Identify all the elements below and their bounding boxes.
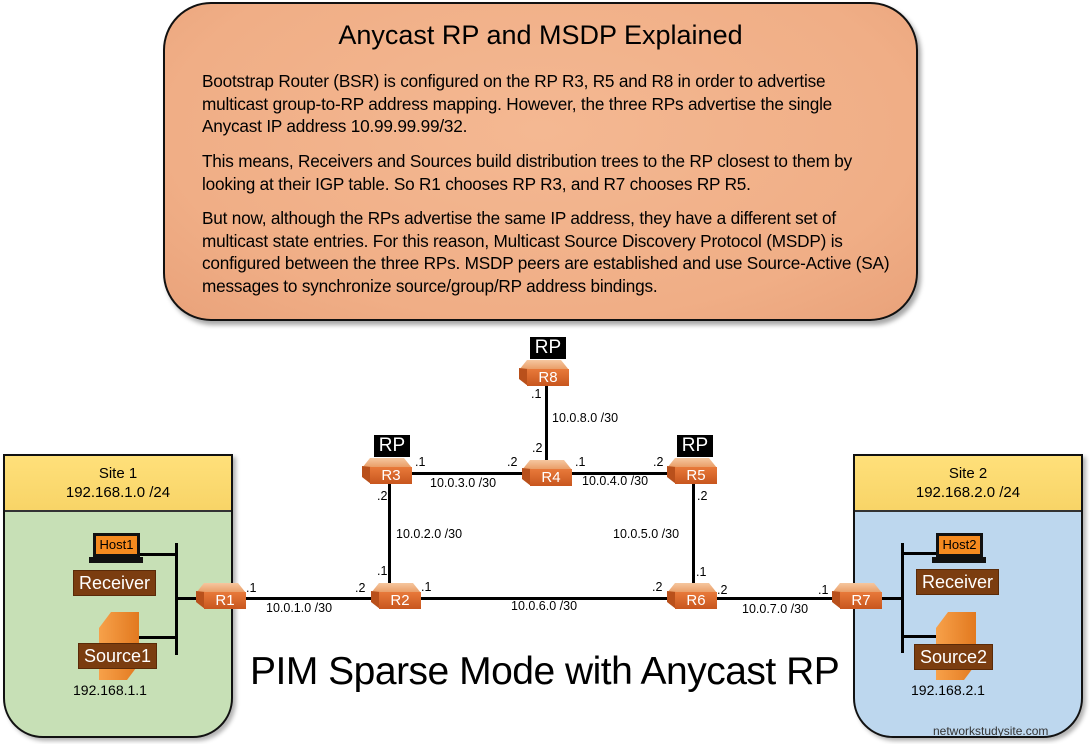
iface-r3-down: .2	[377, 489, 388, 503]
site-2-router-link	[880, 597, 902, 600]
laptop-icon: Host1	[93, 533, 140, 557]
router-r8[interactable]: R8	[519, 360, 569, 386]
diagram-title: PIM Sparse Mode with Anycast RP	[250, 650, 840, 693]
link-label-r3-r4: 10.0.3.0 /30	[430, 476, 497, 490]
site-1-host-link	[138, 553, 176, 556]
router-r1[interactable]: R1	[196, 583, 246, 609]
router-label: R2	[379, 592, 421, 609]
site-subnet: 192.168.1.0 /24	[65, 484, 171, 501]
site-2-header: Site 2 192.168.2.0 /24	[855, 456, 1081, 512]
site-name: Site 1	[98, 465, 138, 482]
link-label-r4-r8: 10.0.8.0 /30	[552, 411, 619, 425]
router-r7[interactable]: R7	[832, 583, 882, 609]
iface-r4-left: .2	[507, 455, 518, 469]
router-r3[interactable]: R3	[362, 458, 412, 484]
callout-paragraph: But now, although the RPs advertise the …	[202, 208, 890, 296]
router-label: R8	[527, 369, 569, 386]
link-label-r4-r5: 10.0.4.0 /30	[582, 474, 649, 488]
link-label-r5-r6: 10.0.5.0 /30	[613, 527, 680, 541]
iface-r5-down: .2	[697, 489, 708, 503]
receiver-label: Receiver	[916, 569, 1000, 595]
link-label-r2-r6: 10.0.6.0 /30	[511, 599, 578, 613]
link-label-r6-r7: 10.0.7.0 /30	[742, 602, 809, 616]
explanation-callout: Anycast RP and MSDP Explained Bootstrap …	[163, 2, 918, 321]
iface-r2-right: .1	[421, 580, 432, 594]
link-r2-r3	[388, 484, 391, 590]
receiver-label: Receiver	[73, 570, 157, 596]
laptop-icon: Host2	[936, 533, 983, 557]
site-2-lan	[901, 543, 904, 653]
source-ip: 192.168.1.1	[73, 682, 147, 698]
iface-r6-up: .1	[696, 565, 707, 579]
site-2-host-link	[902, 552, 936, 555]
source-ip: 192.168.2.1	[911, 682, 985, 698]
site-name: Site 2	[948, 465, 988, 482]
link-label-r1-r2: 10.0.1.0 /30	[266, 601, 333, 615]
link-r4-r8	[545, 384, 548, 468]
source-label: Source1	[78, 643, 158, 669]
site-1-router-link	[176, 597, 196, 600]
router-r4[interactable]: R4	[522, 460, 572, 486]
iface-r6-right: .2	[717, 583, 728, 597]
site-1-zone: Site 1 192.168.1.0 /24	[3, 454, 233, 738]
iface-r7-left: .1	[818, 583, 829, 597]
router-label: R4	[530, 469, 572, 486]
iface-r1-right: .1	[246, 581, 257, 595]
callout-title: Anycast RP and MSDP Explained	[338, 20, 743, 50]
site-2-source-link	[902, 635, 936, 638]
router-label: R1	[204, 592, 246, 609]
iface-r3-right: .1	[415, 455, 426, 469]
site-1-header: Site 1 192.168.1.0 /24	[5, 456, 231, 512]
site-2-zone: Site 2 192.168.2.0 /24	[853, 454, 1083, 738]
callout-paragraph: Bootstrap Router (BSR) is configured on …	[202, 71, 833, 136]
watermark: networkstudysite.com	[933, 724, 1049, 738]
iface-r2-up: .1	[377, 564, 388, 578]
rp-badge-r5: RP	[677, 435, 713, 457]
iface-r8-down: .1	[531, 387, 542, 401]
rp-badge-r8: RP	[530, 337, 566, 359]
router-r2[interactable]: R2	[371, 583, 421, 609]
router-label: R7	[840, 592, 882, 609]
iface-r5-left: .2	[653, 455, 664, 469]
source-label: Source2	[914, 644, 994, 670]
host1-laptop[interactable]: Host1	[89, 533, 143, 563]
link-r5-r6	[692, 484, 695, 590]
router-label: R5	[675, 467, 717, 484]
site-subnet: 192.168.2.0 /24	[915, 484, 1021, 501]
iface-r4-up: .2	[532, 441, 543, 455]
router-r6[interactable]: R6	[667, 583, 717, 609]
router-label: R3	[370, 467, 412, 484]
router-label: R6	[675, 592, 717, 609]
link-r1-r2-r6-r7	[246, 597, 846, 600]
rp-badge-r3: RP	[374, 435, 410, 457]
link-label-r2-r3: 10.0.2.0 /30	[396, 527, 463, 541]
iface-r4-right: .1	[575, 455, 586, 469]
router-r5[interactable]: R5	[667, 458, 717, 484]
site-1-source-link	[138, 636, 176, 639]
callout-paragraph: This means, Receivers and Sources build …	[202, 151, 853, 194]
host2-laptop[interactable]: Host2	[932, 533, 986, 563]
iface-r6-left: .2	[652, 580, 663, 594]
iface-r2-left: .2	[355, 581, 366, 595]
